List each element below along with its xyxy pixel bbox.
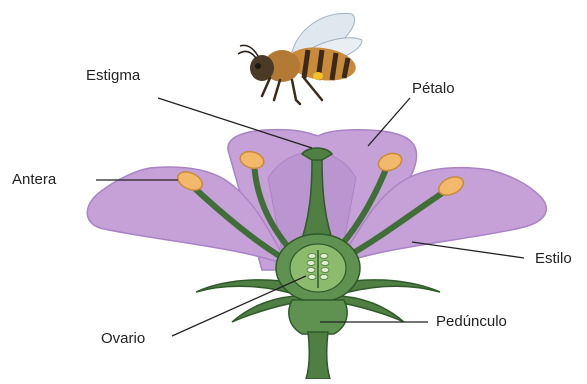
label-estilo: Estilo [535,250,572,267]
bee-legs [262,78,322,104]
label-petalo: Pétalo [412,80,455,97]
label-estigma: Estigma [86,67,141,84]
stem [306,332,330,379]
receptacle [289,300,347,334]
bee-antennae [238,45,258,58]
bee-eye [255,63,261,69]
bee-pollen [313,72,323,80]
leader-estilo [412,242,524,258]
label-antera: Antera [12,171,57,188]
label-ovario: Ovario [101,330,145,347]
bee-illustration [238,13,362,104]
label-pedunculo: Pedúnculo [436,313,507,330]
ovary [276,234,360,302]
peduncle [289,300,347,379]
